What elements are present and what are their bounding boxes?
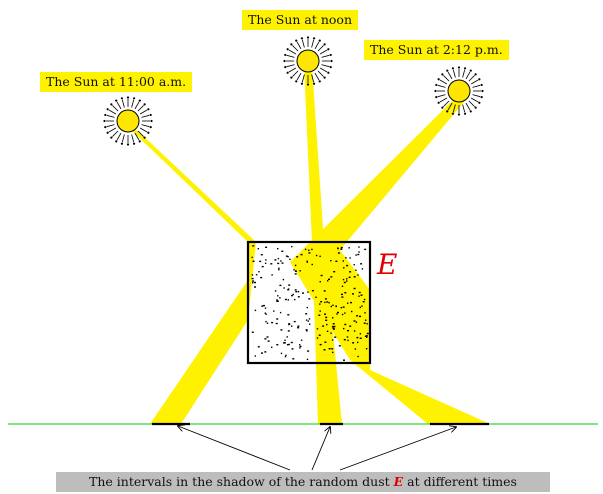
sun-1412-icon — [434, 66, 484, 116]
label-sun-1412: The Sun at 2:12 p.m. — [364, 40, 509, 60]
arrow-right — [339, 427, 456, 471]
caption-text-after: at different times — [403, 474, 517, 489]
caption-text-before: The intervals in the shadow of the rando… — [89, 474, 394, 489]
random-dust — [251, 245, 369, 361]
set-e-label: E — [377, 248, 398, 281]
arrow-left — [178, 426, 291, 471]
light-beams — [125, 66, 490, 424]
sun-1100-icon — [103, 96, 153, 146]
beam-1412 — [290, 98, 490, 424]
beam-1100 — [125, 124, 256, 424]
label-sun-noon: The Sun at noon — [242, 10, 358, 30]
pointer-arrows — [178, 426, 456, 471]
label-sun-1100: The Sun at 11:00 a.m. — [40, 72, 193, 92]
sun-noon-icon — [283, 36, 333, 86]
arrow-middle — [311, 427, 330, 471]
caption-symbol-e: E — [393, 474, 404, 489]
set-e-box — [246, 240, 372, 365]
caption-bar: The intervals in the shadow of the rando… — [56, 472, 550, 492]
